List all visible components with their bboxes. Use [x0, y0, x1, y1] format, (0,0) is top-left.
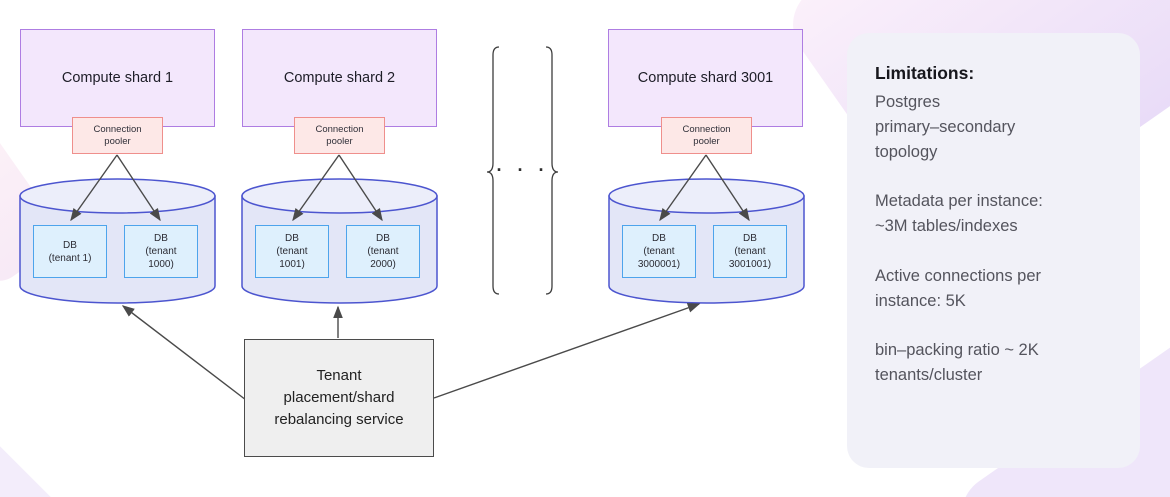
compute-shard-2-label: Compute shard 2: [283, 70, 396, 86]
compute-shard-3001-box: Compute shard 3001: [608, 29, 803, 127]
db-tenant-1001-box: DB (tenant 1001): [255, 225, 329, 278]
db-tenant-1000-box: DB (tenant 1000): [124, 225, 198, 278]
limitations-panel: Limitations: Postgres primary–secondary …: [847, 33, 1140, 468]
connection-pooler-3-label: Connection pooler: [682, 123, 731, 147]
limitation-metadata: Metadata per instance: ~3M tables/indexe…: [875, 192, 1043, 235]
arrow-pooler2-db-left: [292, 154, 340, 222]
connection-pooler-3: Connection pooler: [661, 117, 752, 154]
ellipsis-dots: · · ·: [496, 160, 550, 180]
arrow-pooler1-db-left: [70, 154, 118, 222]
compute-shard-3001-label: Compute shard 3001: [637, 70, 774, 86]
arrow-pooler1-db-right: [116, 154, 161, 222]
connection-pooler-2: Connection pooler: [294, 117, 385, 154]
compute-shard-1-label: Compute shard 1: [61, 70, 174, 86]
db-tenant-1-box: DB (tenant 1): [33, 225, 107, 278]
left-brace: [486, 46, 500, 295]
arrow-service-cylinder1: [121, 305, 247, 401]
connection-pooler-1: Connection pooler: [72, 117, 163, 154]
connection-pooler-2-label: Connection pooler: [315, 123, 364, 147]
arrow-pooler3-db-left: [659, 154, 707, 222]
limitation-binpacking: bin–packing ratio ~ 2K tenants/cluster: [875, 341, 1039, 384]
db-tenant-3000001-box: DB (tenant 3000001): [622, 225, 696, 278]
arrow-pooler2-db-right: [338, 154, 383, 222]
connection-pooler-1-label: Connection pooler: [93, 123, 142, 147]
arrow-pooler3-db-right: [705, 154, 750, 222]
db-tenant-3001001-box: DB (tenant 3001001): [713, 225, 787, 278]
compute-shard-2-box: Compute shard 2: [242, 29, 437, 127]
limitations-heading: Limitations:: [875, 63, 975, 83]
right-brace: [545, 46, 559, 295]
arrow-service-cylinder3: [433, 303, 701, 399]
db-tenant-2000-box: DB (tenant 2000): [346, 225, 420, 278]
tenant-rebalancing-service-box: Tenant placement/shard rebalancing servi…: [244, 339, 434, 457]
limitation-topology: Postgres primary–secondary topology: [875, 93, 1016, 161]
compute-shard-1-box: Compute shard 1: [20, 29, 215, 127]
limitation-connections: Active connections per instance: 5K: [875, 266, 1042, 310]
